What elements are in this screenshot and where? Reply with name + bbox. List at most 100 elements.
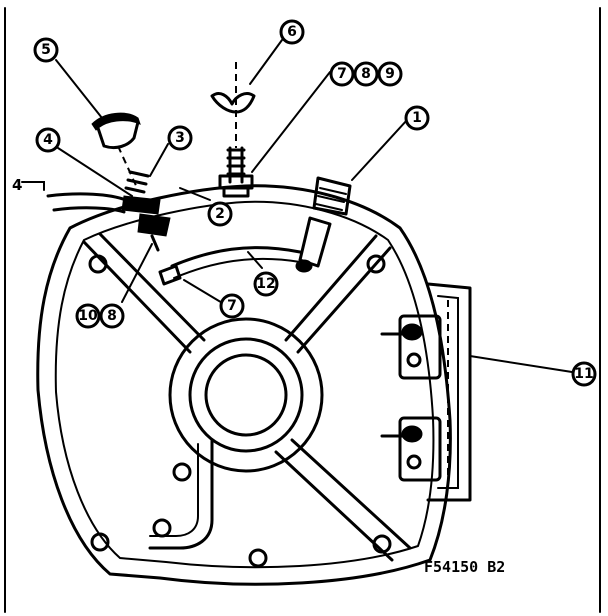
terminal-block-upper <box>398 314 442 380</box>
terminal-board-inner <box>437 295 459 489</box>
wing-nut <box>210 62 256 148</box>
leader-789 <box>251 71 331 173</box>
housing-outer-outline <box>36 184 452 586</box>
wing-nut-shape <box>210 92 256 114</box>
leader-lines <box>55 39 573 373</box>
lower-left-web-inner <box>149 443 199 537</box>
center-bolt <box>218 146 254 198</box>
lever-arm-shape <box>46 192 128 214</box>
knob-body <box>96 120 140 150</box>
callout-12-text: 12 <box>256 276 275 292</box>
callout-6: 6 <box>279 19 305 45</box>
housing <box>36 184 452 586</box>
callout-12: 12 <box>253 271 279 297</box>
spoke-upper-right-edge <box>296 246 392 354</box>
left-stud-threads <box>124 170 150 194</box>
center-bolt-threads <box>226 148 246 176</box>
left-edge-marker: 4 <box>12 176 45 194</box>
leader-2 <box>179 187 211 201</box>
bolt-hole-left <box>172 462 192 482</box>
spoke-upper-left <box>82 240 192 354</box>
callout-4: 4 <box>35 127 61 153</box>
callout-2: 2 <box>207 201 233 227</box>
callout-3-text: 3 <box>175 130 185 146</box>
callout-7-text-lower: 7 <box>227 298 237 314</box>
bolt-hole-lower-middle <box>152 518 172 538</box>
plug-stem <box>298 216 332 268</box>
leader-1008 <box>121 243 153 303</box>
spoke-upper-left-edge <box>98 232 206 342</box>
terminal-screw-lower <box>406 454 422 470</box>
callout-4-circle <box>35 127 61 153</box>
lead-wire-line <box>170 246 302 268</box>
terminal-post-upper <box>401 323 423 341</box>
bolt-hole-upper-left <box>88 254 108 274</box>
hub-bore <box>204 353 288 437</box>
plug-body <box>312 176 352 216</box>
spoke-lower-right <box>290 438 412 550</box>
plug-threads <box>315 187 347 211</box>
figure-code: F54150 B2 <box>424 558 505 576</box>
lead-wire <box>158 246 302 286</box>
callout-1-text: 1 <box>412 110 422 126</box>
leader-5 <box>55 59 103 119</box>
callout-9-text: 9 <box>385 66 395 82</box>
hub-ring <box>188 337 304 453</box>
bolt-hole-lower-left <box>90 532 110 552</box>
callout-7-circle-lower <box>219 293 245 319</box>
callout-11-text: 11 <box>574 366 593 382</box>
callout-7-lower: 7 <box>219 293 245 319</box>
terminal-screw-upper <box>406 352 422 368</box>
callout-5: 5 <box>33 37 59 63</box>
callout-5-circle <box>33 37 59 63</box>
knob <box>91 112 141 191</box>
bolt-hole-bottom <box>248 548 268 568</box>
callout-6-text: 6 <box>287 24 297 40</box>
leader-3 <box>149 143 169 177</box>
callout-3-circle <box>167 125 193 151</box>
callout-10-circle <box>75 303 101 329</box>
left-edge-marker-line <box>21 181 45 191</box>
terminal-board <box>380 282 472 502</box>
callout-1-circle <box>404 105 430 131</box>
callout-2-text: 2 <box>215 206 225 222</box>
terminal-post-lower <box>401 425 423 443</box>
lever-arm <box>46 192 128 214</box>
bolt-hole-upper-right <box>366 254 386 274</box>
left-stud-nut <box>121 195 161 215</box>
knob-cap <box>91 112 141 131</box>
terminal-board-outline <box>426 282 472 502</box>
leader-7 <box>183 279 225 305</box>
callout-12-circle <box>253 271 279 297</box>
terminal-block-lower <box>398 416 442 482</box>
callout-10-8: 10 8 <box>75 303 125 329</box>
callout-8-text-top: 8 <box>361 66 371 82</box>
hub-outer <box>168 317 324 473</box>
leader-1 <box>351 119 408 181</box>
spoke-lower-right-edge <box>274 450 394 562</box>
spoke-upper-right <box>284 234 378 342</box>
leader-4 <box>57 147 133 197</box>
knob-axis <box>117 145 139 191</box>
callout-8-circle-lower <box>99 303 125 329</box>
lead-wire-connector <box>158 264 182 286</box>
callout-4-text: 4 <box>43 132 53 148</box>
callout-11-circle <box>571 361 597 387</box>
callout-8-text-lower: 8 <box>107 308 117 324</box>
callout-7-circle-top <box>329 61 355 87</box>
callout-1: 1 <box>404 105 430 131</box>
leader-11 <box>469 355 573 373</box>
callout-7-8-9: 7 8 9 <box>329 61 403 87</box>
plug-tip <box>295 259 313 273</box>
callout-11: 11 <box>571 361 597 387</box>
center-bolt-washer <box>222 186 250 198</box>
callout-6-circle <box>279 19 305 45</box>
left-stud-pin <box>150 234 160 252</box>
callout-8-circle-top <box>353 61 379 87</box>
callout-2-circle <box>207 201 233 227</box>
callout-9-circle <box>377 61 403 87</box>
housing-inner-outline <box>54 200 435 569</box>
callout-5-text: 5 <box>41 42 51 58</box>
lower-left-web <box>148 438 214 550</box>
